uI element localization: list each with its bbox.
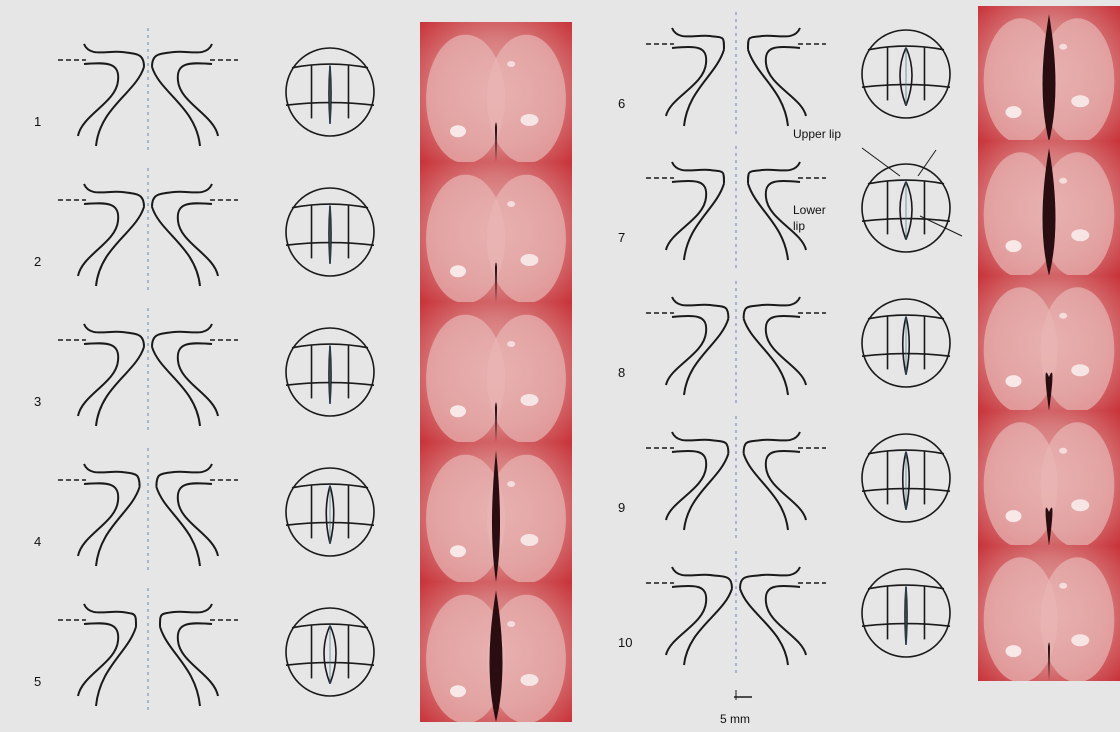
vocal-fold-top-view-circle bbox=[860, 28, 952, 120]
stage-number: 2 bbox=[34, 254, 41, 269]
vocal-fold-top-view-circle bbox=[284, 186, 376, 278]
stage-number: 10 bbox=[618, 635, 632, 650]
stage-number: 3 bbox=[34, 394, 41, 409]
laryngoscopy-photo bbox=[420, 442, 572, 582]
stage-number: 5 bbox=[34, 674, 41, 689]
vocal-fold-top-view-circle bbox=[284, 46, 376, 138]
vocal-fold-top-view-circle bbox=[860, 297, 952, 389]
laryngoscopy-photo bbox=[420, 582, 572, 722]
vocal-fold-side-view bbox=[58, 302, 238, 434]
vocal-fold-side-view bbox=[646, 140, 826, 268]
vocal-fold-side-view bbox=[58, 442, 238, 574]
laryngoscopy-photo bbox=[420, 162, 572, 302]
vocal-fold-side-view bbox=[58, 162, 238, 294]
stage-number: 8 bbox=[618, 365, 625, 380]
vocal-fold-top-view-circle bbox=[284, 606, 376, 698]
laryngoscopy-photo bbox=[978, 140, 1120, 276]
laryngoscopy-photo bbox=[978, 410, 1120, 546]
laryngoscopy-photo bbox=[978, 6, 1120, 142]
vocal-fold-side-view bbox=[58, 22, 238, 154]
stage-number: 7 bbox=[618, 230, 625, 245]
laryngoscopy-photo bbox=[978, 545, 1120, 681]
vocal-fold-top-view-circle bbox=[860, 432, 952, 524]
vocal-fold-top-view-circle bbox=[284, 466, 376, 558]
vocal-fold-side-view bbox=[646, 545, 826, 673]
vocal-fold-top-view-circle bbox=[284, 326, 376, 418]
vocal-fold-side-view bbox=[646, 410, 826, 538]
laryngoscopy-photo bbox=[978, 275, 1120, 411]
vocal-fold-side-view bbox=[646, 275, 826, 403]
stage-number: 6 bbox=[618, 96, 625, 111]
laryngoscopy-photo bbox=[420, 302, 572, 442]
vocal-fold-top-view-circle bbox=[860, 162, 952, 254]
stage-number: 9 bbox=[618, 500, 625, 515]
laryngoscopy-photo bbox=[420, 22, 572, 162]
stage-number: 4 bbox=[34, 534, 41, 549]
vocal-fold-side-view bbox=[646, 6, 826, 134]
vocal-fold-side-view bbox=[58, 582, 238, 714]
vocal-fold-top-view-circle bbox=[860, 567, 952, 659]
stage-number: 1 bbox=[34, 114, 41, 129]
